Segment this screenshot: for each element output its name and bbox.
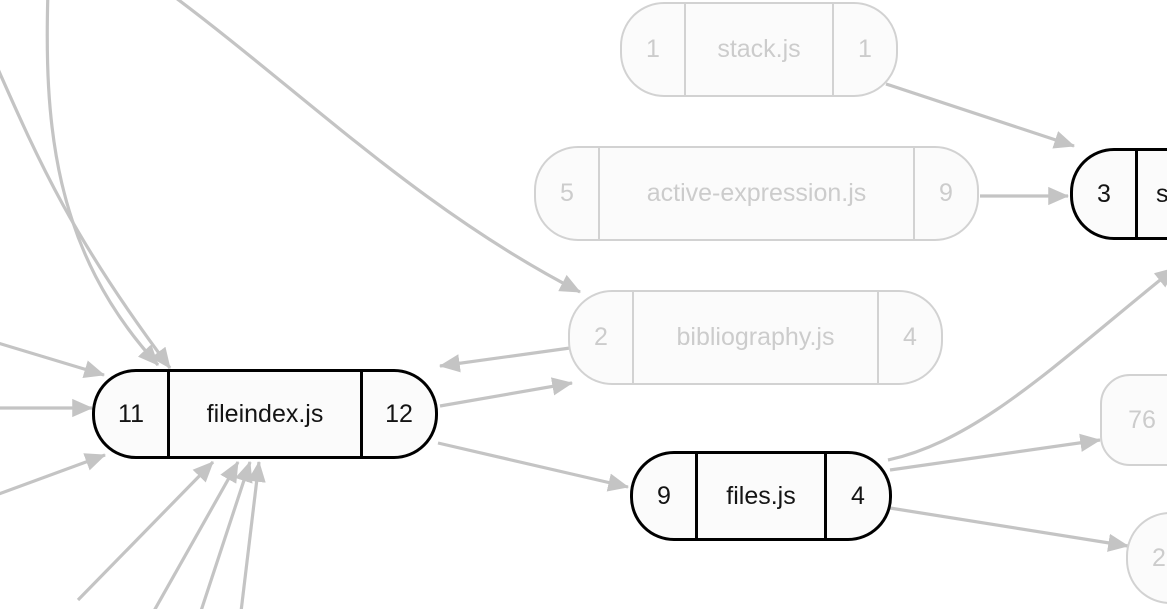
edge-in-bottom-3 (199, 461, 253, 609)
node-bibliography-label: bibliography.js (632, 292, 879, 383)
edge-files-to-clipped-76 (889, 433, 1102, 472)
node-bibliography-out-count: 4 (903, 323, 917, 351)
edge-files-to-upper-right (887, 267, 1167, 462)
node-fileindex-in-count: 11 (118, 399, 144, 428)
edge-stack-to-clipped-s (885, 82, 1075, 149)
node-active-expression-out-count: 9 (939, 179, 953, 207)
node-bibliography-in-count: 2 (594, 323, 608, 351)
node-clipped-right-active[interactable]: 3 s (1070, 148, 1167, 240)
node-files-out-count: 4 (851, 481, 865, 510)
node-fileindex[interactable]: 11 fileindex.js 12 (92, 369, 438, 459)
edge-bibliography-to-fileindex (438, 346, 571, 373)
node-stack-in-count: 1 (646, 35, 660, 63)
node-active-expression-in-count: 5 (560, 179, 574, 207)
edge-in-topleft-a (45, 0, 160, 367)
node-stack-label: stack.js (684, 4, 834, 95)
node-clipped-right-76-in-count: 76 (1128, 405, 1156, 434)
edge-in-left-3 (0, 453, 106, 496)
node-fileindex-label: fileindex.js (167, 372, 363, 456)
edge-in-bottom-4 (239, 460, 266, 609)
node-active-expression-label: active-expression.js (598, 148, 915, 239)
edge-files-to-clipped-2 (889, 506, 1130, 552)
node-active-expression[interactable]: 5 active-expression.js 9 (534, 146, 979, 241)
node-stack-out-count: 1 (858, 35, 872, 63)
node-bibliography[interactable]: 2 bibliography.js 4 (568, 290, 943, 385)
node-clipped-right-2-in-count: 2 (1152, 543, 1166, 572)
edge-fileindex-to-bibliography (439, 377, 574, 408)
node-clipped-right-active-in-count: 3 (1097, 179, 1111, 208)
edge-in-bottom-1 (76, 460, 215, 602)
edge-in-left-1 (0, 341, 105, 379)
edge-fileindex-to-files (437, 441, 630, 492)
node-clipped-right-active-label: s (1135, 151, 1167, 237)
node-stack[interactable]: 1 stack.js 1 (620, 2, 898, 97)
edge-topleft-to-bibliography (175, 0, 581, 294)
node-files-in-count: 9 (657, 481, 671, 510)
node-fileindex-out-count: 12 (385, 399, 413, 428)
node-files-label: files.js (695, 454, 827, 538)
node-clipped-right-76[interactable]: 76 (1100, 374, 1167, 466)
edge-in-topleft-b (0, 69, 172, 369)
node-files[interactable]: 9 files.js 4 (630, 451, 892, 541)
edge-in-bottom-2 (153, 461, 240, 609)
